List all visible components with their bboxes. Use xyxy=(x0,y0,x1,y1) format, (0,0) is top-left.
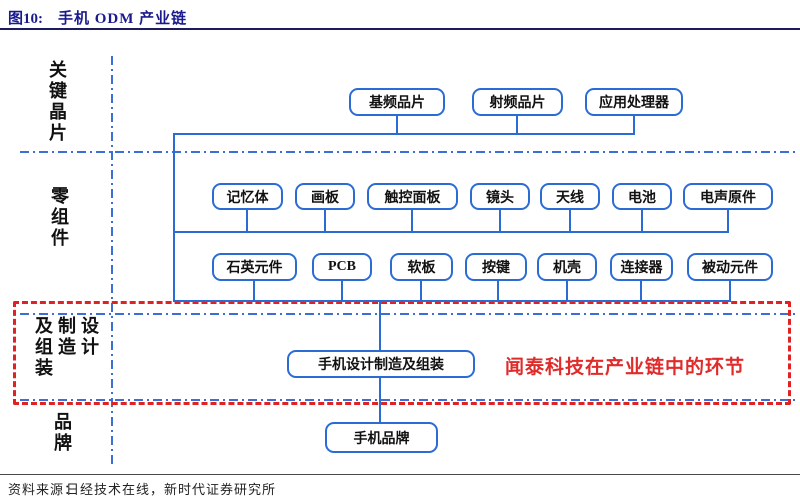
node-quartz: 石英元件 xyxy=(212,253,297,281)
stub-comp1-5 xyxy=(569,210,571,231)
node-rf-chip: 射频品片 xyxy=(472,88,563,116)
stub-comp2-3 xyxy=(420,281,422,300)
stub-comp2-5 xyxy=(566,281,568,300)
node-application-processor: 应用处理器 xyxy=(585,88,683,116)
section-label-components: 零组件 xyxy=(49,186,69,249)
stub-comp2-1 xyxy=(253,281,255,300)
node-electroacoustic: 电声原件 xyxy=(683,183,773,210)
node-buttons: 按键 xyxy=(465,253,527,281)
connector-bus-components-2 xyxy=(173,300,731,302)
drop-to-odm xyxy=(379,300,381,350)
connector-bus-key-chips xyxy=(173,133,635,135)
stub-comp1-1 xyxy=(246,210,248,231)
highlight-note: 闻泰科技在产业链中的环节 xyxy=(505,357,746,378)
highlight-zone-odm xyxy=(13,301,791,405)
stub-comp2-7 xyxy=(729,281,731,300)
section-label-brand: 品牌 xyxy=(52,412,72,454)
stub-key-chip-3 xyxy=(633,116,635,133)
node-panel: 画板 xyxy=(295,183,355,210)
node-baseband-chip: 基频品片 xyxy=(349,88,445,116)
stub-key-chip-2 xyxy=(516,116,518,133)
guide-divider-chips-components xyxy=(20,151,796,153)
figure-number: 图10: xyxy=(8,11,43,27)
section-label-design-col1: 设计 xyxy=(79,316,99,358)
title-divider xyxy=(0,28,800,30)
connector-trunk xyxy=(173,133,175,301)
stub-comp1-6 xyxy=(641,210,643,231)
node-antenna: 天线 xyxy=(540,183,600,210)
connector-bus-components-1 xyxy=(173,231,729,233)
node-connector: 连接器 xyxy=(610,253,673,281)
section-label-design-col2: 制造 xyxy=(56,316,76,358)
stub-key-chip-1 xyxy=(396,116,398,133)
figure-title: 手机 ODM 产业链 xyxy=(58,11,188,27)
footer-divider xyxy=(0,474,800,475)
node-flex-board: 软板 xyxy=(390,253,453,281)
node-battery: 电池 xyxy=(612,183,672,210)
stub-comp1-3 xyxy=(411,210,413,231)
node-pcb: PCB xyxy=(312,253,372,281)
drop-to-brand xyxy=(379,378,381,422)
stub-comp1-7 xyxy=(727,210,729,231)
stub-comp1-4 xyxy=(499,210,501,231)
stub-comp2-2 xyxy=(341,281,343,300)
node-phone-brand: 手机品牌 xyxy=(325,422,438,453)
source-label: 资料来源： xyxy=(8,482,79,497)
guide-divider-design-brand xyxy=(20,399,796,401)
node-casing: 机壳 xyxy=(537,253,597,281)
node-touch-panel: 触控面板 xyxy=(367,183,458,210)
stub-comp2-6 xyxy=(640,281,642,300)
guide-vertical-divider xyxy=(111,56,113,468)
node-odm-design-mfg-assembly: 手机设计制造及组装 xyxy=(287,350,475,378)
stub-comp1-2 xyxy=(324,210,326,231)
section-label-design-col3: 及组装 xyxy=(33,316,53,379)
node-memory: 记忆体 xyxy=(212,183,283,210)
node-passive-components: 被动元件 xyxy=(687,253,773,281)
source-text: 日经技术在线，新时代证券研究所 xyxy=(66,482,277,497)
guide-divider-components-design xyxy=(20,313,796,315)
node-lens: 镜头 xyxy=(470,183,530,210)
section-label-key-chips: 关键晶片 xyxy=(47,60,67,144)
stub-comp2-4 xyxy=(497,281,499,300)
